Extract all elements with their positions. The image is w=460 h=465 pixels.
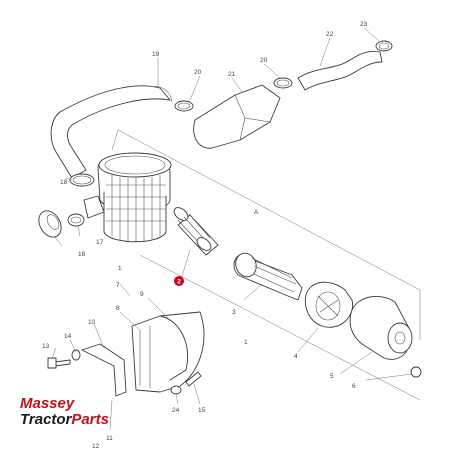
brand-logo: Massey TractorParts <box>20 395 109 428</box>
callout-13: 13 <box>42 343 50 350</box>
highlight-marker-2: 2 <box>174 276 184 286</box>
filter-3 <box>233 252 303 301</box>
callout-7: 7 <box>116 282 120 289</box>
ring-17 <box>67 213 85 227</box>
callout-A: A <box>254 209 259 216</box>
end-cap-4 <box>304 281 354 328</box>
filter-element-2 <box>173 207 219 256</box>
callout-24: 24 <box>172 407 180 414</box>
hose-22 <box>297 50 383 91</box>
callout-16: 16 <box>78 251 86 258</box>
callout-19: 19 <box>152 51 160 58</box>
air-cleaner-housing <box>83 152 172 243</box>
washer-24 <box>170 385 182 395</box>
callout-9: 9 <box>140 291 144 298</box>
callout-18: 18 <box>60 179 68 186</box>
callout-10: 10 <box>88 319 96 326</box>
callout-21: 21 <box>228 71 236 78</box>
hose-19 <box>50 85 173 179</box>
callout-15: 15 <box>198 407 206 414</box>
bolt-13 <box>47 357 71 369</box>
clamp-23 <box>375 40 393 52</box>
bolt-15 <box>185 371 202 387</box>
logo-line-2: TractorParts <box>20 411 109 428</box>
leader-lines <box>51 27 413 431</box>
callout-23: 23 <box>360 21 368 28</box>
logo-line-1: Massey <box>20 395 75 412</box>
callout-22: 22 <box>326 31 334 38</box>
logo-tractor: Tractor <box>20 411 73 428</box>
callout-1: 1 <box>118 265 122 272</box>
callout-2: 2 <box>177 279 181 286</box>
pipe-21 <box>193 84 281 149</box>
cap-16 <box>38 210 62 238</box>
callout-11: 11 <box>106 435 113 442</box>
callout-17: 17 <box>96 239 104 246</box>
callout-8: 8 <box>116 305 120 312</box>
callout-labels: 19 20 21 20 22 23 18 A 17 16 1 7 3 8 9 1… <box>42 21 368 450</box>
washer-14 <box>71 349 81 361</box>
logo-parts: Parts <box>71 411 109 428</box>
bracket-10 <box>81 343 127 397</box>
callout-20-right: 20 <box>260 57 268 64</box>
highlight-dot <box>174 276 184 286</box>
assembly-frame-lines <box>111 129 421 401</box>
callout-3: 3 <box>232 309 236 316</box>
bowl-5 <box>349 295 413 360</box>
callout-12: 12 <box>92 443 100 450</box>
callout-20-left: 20 <box>194 69 202 76</box>
callout-6: 6 <box>352 383 356 390</box>
callout-1b: 1 <box>244 339 248 346</box>
clip-6 <box>410 366 422 378</box>
callout-4: 4 <box>294 353 298 360</box>
callout-5: 5 <box>330 373 334 380</box>
callout-14: 14 <box>64 333 72 340</box>
